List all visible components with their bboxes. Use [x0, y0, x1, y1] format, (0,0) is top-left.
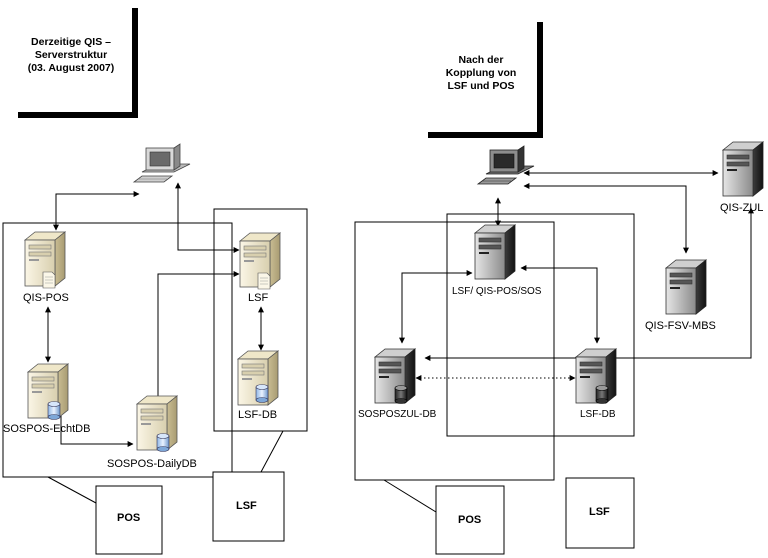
node-label-sospos-echtdb: SOSPOS-EchtDB: [3, 423, 91, 435]
lsf-server-icon: [239, 232, 281, 290]
right-title: Nach der Kopplung von LSF und POS: [426, 54, 536, 93]
node-label-sospos-dailydb: SOSPOS-DailyDB: [107, 458, 197, 470]
sospos-echtdb-server-icon: [27, 363, 69, 420]
left-connectors: [45, 182, 264, 447]
node-label-lsf-qis-pos-sos: LSF/ QIS-POS/SOS: [452, 286, 542, 297]
qis-fsv-mbs-server-icon: [665, 259, 707, 315]
node-label-lsf-db-right: LSF-DB: [580, 409, 616, 420]
pos-callout-box-left: [95, 485, 163, 555]
lsf-db-server-icon-left: [237, 350, 279, 406]
workstation-icon-left: [133, 143, 191, 183]
right-title-line1: Nach der: [458, 54, 504, 66]
pos-callout-box-right: [435, 485, 505, 555]
sospos-dailydb-server-icon: [136, 395, 178, 452]
pos-callout-leader-right: [383, 479, 437, 513]
left-title: Derzeitige QIS – Serverstruktur (03. Aug…: [12, 36, 130, 75]
group-label-lsf-right: LSF: [589, 506, 610, 518]
group-label-lsf-left: LSF: [236, 500, 257, 512]
pos-callout-leader-left: [47, 476, 97, 504]
node-label-qis-zul: QIS-ZUL: [720, 202, 764, 214]
workstation-icon-right: [477, 145, 535, 185]
group-label-pos-left: POS: [117, 512, 141, 524]
lsf-qis-pos-sos-server-icon: [474, 224, 516, 280]
node-label-sosposzul-db: SOSPOSZUL-DB: [358, 409, 437, 420]
right-title-bracket: [428, 22, 543, 138]
lsf-boundary-left: [213, 208, 308, 432]
node-label-lsf-db-left: LSF-DB: [238, 409, 278, 421]
right-title-line2: Kopplung von: [445, 67, 517, 79]
left-title-bracket: [18, 8, 138, 118]
group-label-pos-right: POS: [458, 514, 482, 526]
lsf-callout-box-left: [212, 471, 285, 542]
node-label-qis-pos: QIS-POS: [23, 292, 69, 304]
lsf-callout-box-right: [565, 477, 635, 549]
node-label-qis-fsv-mbs: QIS-FSV-MBS: [645, 320, 716, 332]
qis-pos-server-icon: [24, 231, 66, 289]
right-connectors: [399, 170, 754, 381]
qis-zul-server-icon: [722, 141, 764, 197]
lsf-callout-leader-left: [260, 430, 284, 473]
node-label-lsf: LSF: [248, 292, 269, 304]
left-title-line3: (03. August 2007): [27, 62, 115, 74]
left-title-line2: Serverstruktur: [34, 49, 108, 61]
right-title-line3: LSF und POS: [447, 80, 515, 92]
sosposzul-db-server-icon: [374, 348, 416, 404]
left-title-line1: Derzeitige QIS –: [31, 36, 111, 48]
lsf-db-server-icon-right: [575, 348, 617, 404]
